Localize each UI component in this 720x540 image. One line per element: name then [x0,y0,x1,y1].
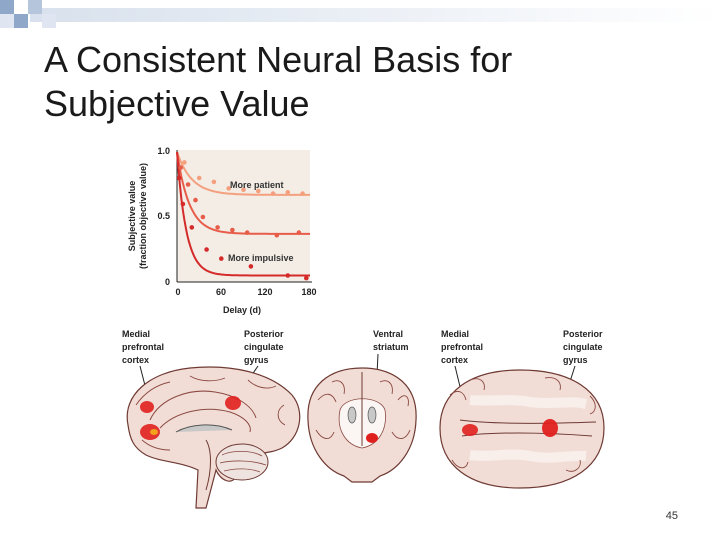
coronal-brain-illustration [307,367,417,483]
plot-background [177,150,310,282]
data-point [193,197,198,203]
label-posterior-cingulate-left-3: gyrus [244,355,269,365]
label-posterior-cingulate-right-3: gyrus [563,355,588,365]
y-tick-label: 0.5 [157,211,170,221]
data-point [185,182,191,187]
data-point [176,175,182,181]
data-point [215,225,220,230]
series-line-1 [176,151,310,196]
label-medial-prefrontal-left-2: prefrontal [122,342,164,352]
y-axis-label-line-1: Subjective value [127,181,137,252]
x-tick-label: 180 [301,287,316,297]
label-medial-prefrontal-left-3: cortex [122,355,149,365]
data-point [204,247,209,252]
discounting-chart: 1.0 0.5 0 0 60 120 180 Delay (d) Subject… [127,146,317,315]
slide-title-line-1: A Consistent Neural Basis for [44,39,513,80]
data-point [296,230,302,235]
label-posterior-cingulate-right-1: Posterior [563,329,603,339]
data-point [196,175,202,181]
data-point [189,225,195,230]
label-ventral-striatum-1: Ventral [373,329,403,339]
label-posterior-cingulate-right-2: cingulate [563,342,603,352]
data-point [211,179,217,185]
y-axis-label: Subjective value (fraction objective val… [127,163,148,269]
label-medial-prefrontal-right-2: prefrontal [441,342,483,352]
data-point [244,230,250,235]
label-posterior-cingulate-left-2: cingulate [244,342,284,352]
data-point [226,186,231,191]
data-point [285,190,291,195]
brain-labels: Medial prefrontal cortex Posterior cingu… [122,329,603,365]
y-tick-label: 0 [165,277,170,287]
label-medial-prefrontal-right-3: cortex [441,355,468,365]
x-tick-label: 120 [257,287,272,297]
label-ventral-striatum-2: striatum [373,342,409,352]
annotation-more-patient: More patient [230,180,284,190]
x-tick-label: 0 [175,287,180,297]
x-tick-label: 60 [216,287,226,297]
sagittal-brain-illustration [126,366,301,509]
slide-title: A Consistent Neural Basis for Subjective… [44,38,684,126]
data-point [274,232,280,238]
annotation-more-impulsive: More impulsive [228,253,294,263]
data-point [200,214,206,220]
data-point [270,191,276,196]
y-tick-labels: 1.0 0.5 0 [157,146,170,287]
data-point [230,227,235,233]
data-point [180,201,186,207]
axial-brain-illustration [439,369,605,489]
label-medial-prefrontal-left-1: Medial [122,329,150,339]
x-tick-labels: 0 60 120 180 [175,287,316,297]
data-point [285,273,291,278]
y-tick-label: 1.0 [157,146,170,156]
x-axis-label: Delay (d) [223,305,261,315]
data-point [219,256,224,261]
data-point [255,188,261,194]
data-point [241,187,246,192]
data-point [182,160,187,165]
data-point [248,264,254,269]
label-posterior-cingulate-left-1: Posterior [244,329,284,339]
slide-number: 45 [665,510,678,522]
data-point [304,275,309,281]
decorative-header-strip [0,0,720,28]
slide-title-line-2: Subjective Value [44,83,310,124]
point-layer [176,160,309,281]
label-medial-prefrontal-right-1: Medial [441,329,469,339]
data-point [178,165,183,170]
series-line-2 [176,151,310,235]
y-axis-label-line-2: (fraction objective value) [138,163,148,269]
data-point [300,191,305,196]
